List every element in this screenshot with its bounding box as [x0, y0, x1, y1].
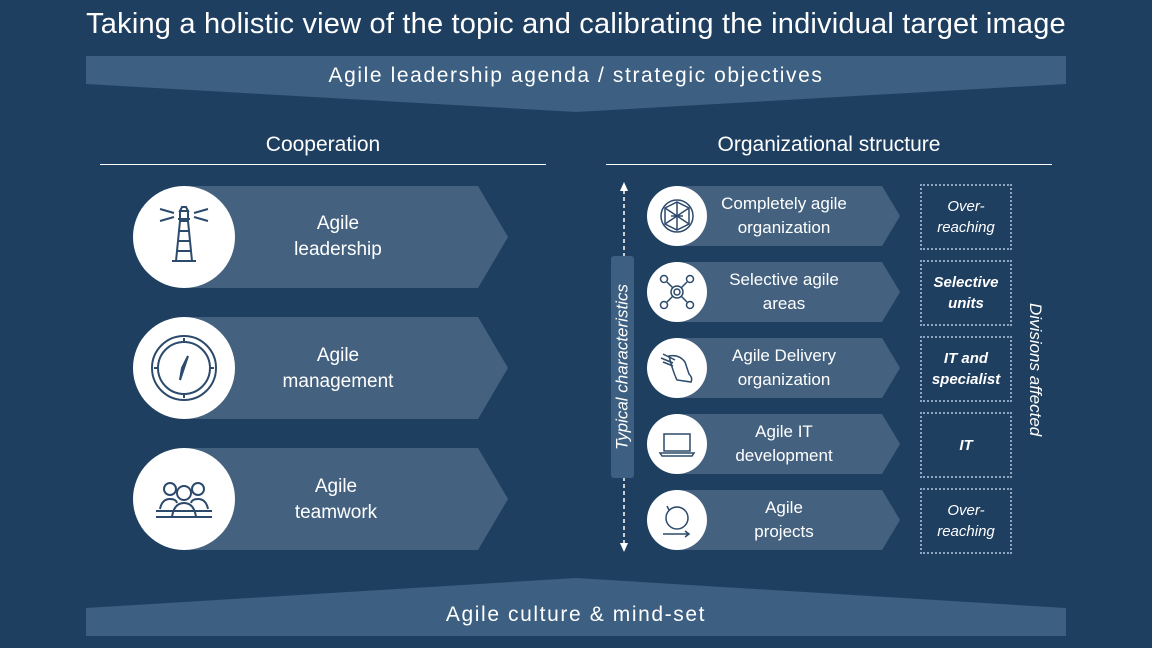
org-arrow-2 [678, 262, 900, 322]
cooperation-rule [100, 164, 546, 165]
org-label-3: Agile Delivery organization [708, 344, 860, 392]
leadership-label-line2: leadership [294, 239, 382, 260]
cooperation-heading: Cooperation [265, 133, 381, 156]
org-label-5-line1: Agile [765, 498, 803, 517]
leadership-arrow [184, 186, 508, 288]
org-label-1: Completely agile organization [708, 192, 860, 240]
winged-shoe-icon [647, 338, 707, 398]
teamwork-label-line2: teamwork [294, 502, 378, 523]
teamwork-label: Agile teamwork [238, 474, 434, 526]
org-label-3-line1: Agile Delivery [732, 346, 836, 365]
org-label-5-line2: projects [754, 522, 814, 541]
org-label-1-line1: Completely agile [721, 194, 847, 213]
org-label-2: Selective agile areas [708, 268, 860, 316]
teamwork-label-line1: Agile [314, 476, 358, 497]
laptop-icon [647, 414, 707, 474]
management-label: Agile management [238, 343, 438, 395]
org-label-1-line2: organization [737, 218, 831, 237]
org-label-4-line2: development [735, 446, 833, 465]
division-3-line1: IT and [943, 350, 989, 367]
org-arrow-1 [678, 186, 900, 246]
division-box-4: IT [920, 412, 1012, 478]
top-banner-shape [86, 56, 1066, 112]
organization-heading: Organizational structure [717, 133, 941, 156]
division-box-5: Over-reaching [920, 488, 1012, 554]
division-box-1: Over-reaching [920, 184, 1012, 250]
axis-bar [611, 256, 634, 478]
org-label-5: Agile projects [708, 496, 860, 544]
management-arrow [184, 317, 508, 419]
org-label-2-line1: Selective agile [729, 270, 839, 289]
bottom-banner-label: Agile culture & mind-set [445, 603, 707, 626]
org-label-2-line2: areas [762, 294, 806, 313]
org-arrow-4 [678, 414, 900, 474]
division-3-line2: specialist [931, 371, 1001, 388]
top-banner-label: Agile leadership agenda / strategic obje… [328, 64, 824, 87]
hub-icon [647, 262, 707, 322]
division-1-line1: Over- [947, 198, 985, 215]
org-arrow-3 [678, 338, 900, 398]
team-icon [133, 448, 235, 550]
bottom-banner-shape [86, 578, 1066, 636]
org-arrow-5 [678, 490, 900, 550]
division-2-line2: units [948, 295, 984, 312]
division-box-3: IT and specialist [920, 336, 1012, 402]
divisions-label: Divisions affected [1026, 303, 1045, 437]
leadership-label: Agile leadership [238, 211, 438, 263]
division-1-line2: reaching [937, 219, 995, 236]
cycle-icon [647, 490, 707, 550]
network-icon [647, 186, 707, 246]
org-label-3-line2: organization [737, 370, 831, 389]
management-label-line1: Agile [316, 345, 360, 366]
management-label-line2: management [282, 371, 394, 392]
division-2-line1: Selective [933, 274, 999, 291]
org-label-4: Agile IT development [708, 420, 860, 468]
organization-rule [606, 164, 1052, 165]
page-title: Taking a holistic view of the topic and … [86, 8, 1066, 40]
org-label-4-line1: Agile IT [755, 422, 813, 441]
division-5-line1: Over- [947, 502, 985, 519]
leadership-label-line1: Agile [316, 213, 360, 234]
compass-icon [133, 317, 235, 419]
division-4-line1: IT [959, 436, 973, 454]
division-5-line2: reaching [937, 523, 995, 540]
teamwork-arrow [184, 448, 508, 550]
division-box-2: Selective units [920, 260, 1012, 326]
lighthouse-icon [133, 186, 235, 288]
